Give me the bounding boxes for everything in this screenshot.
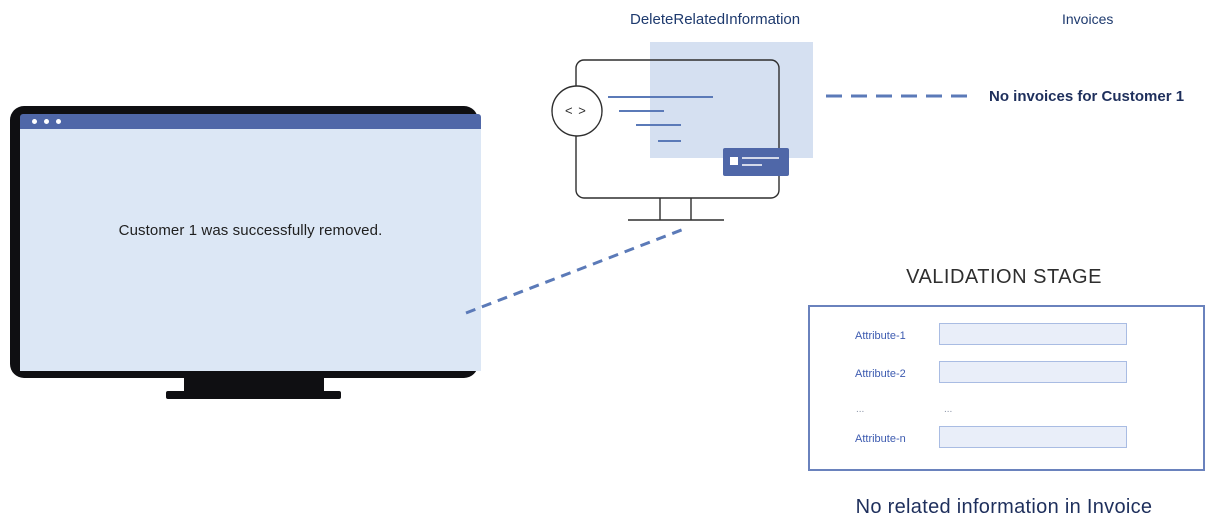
ellipsis-label: ... <box>856 404 865 415</box>
monitor-screen <box>20 129 481 371</box>
success-message: Customer 1 was successfully removed. <box>118 222 383 239</box>
dialog-card <box>723 148 789 176</box>
attribute-label: Attribute-2 <box>855 368 906 380</box>
code-badge-icon <box>551 85 603 137</box>
monitor-stand <box>184 378 324 392</box>
window-dot-icon <box>44 119 49 124</box>
checkbox-icon <box>730 157 738 165</box>
highlight-panel <box>650 42 813 158</box>
window-title-bar <box>20 114 481 129</box>
ellipsis-field: ... <box>944 404 953 415</box>
validation-result: No related information in Invoice <box>855 496 1153 518</box>
procedure-title: DeleteRelatedInformation <box>630 11 801 28</box>
invoices-title: Invoices <box>1062 11 1114 27</box>
validation-stage-title: VALIDATION STAGE <box>906 266 1102 288</box>
attribute-label: Attribute-n <box>855 433 906 445</box>
connector-line <box>465 227 685 315</box>
attribute-field[interactable] <box>939 426 1127 448</box>
window-dot-icon <box>32 119 37 124</box>
attribute-field[interactable] <box>939 323 1127 345</box>
attribute-field[interactable] <box>939 361 1127 383</box>
attribute-label: Attribute-1 <box>855 330 906 342</box>
window-dot-icon <box>56 119 61 124</box>
code-icon: < > <box>565 103 587 118</box>
monitor-base <box>166 391 341 399</box>
invoices-status: No invoices for Customer 1 <box>989 88 1185 105</box>
